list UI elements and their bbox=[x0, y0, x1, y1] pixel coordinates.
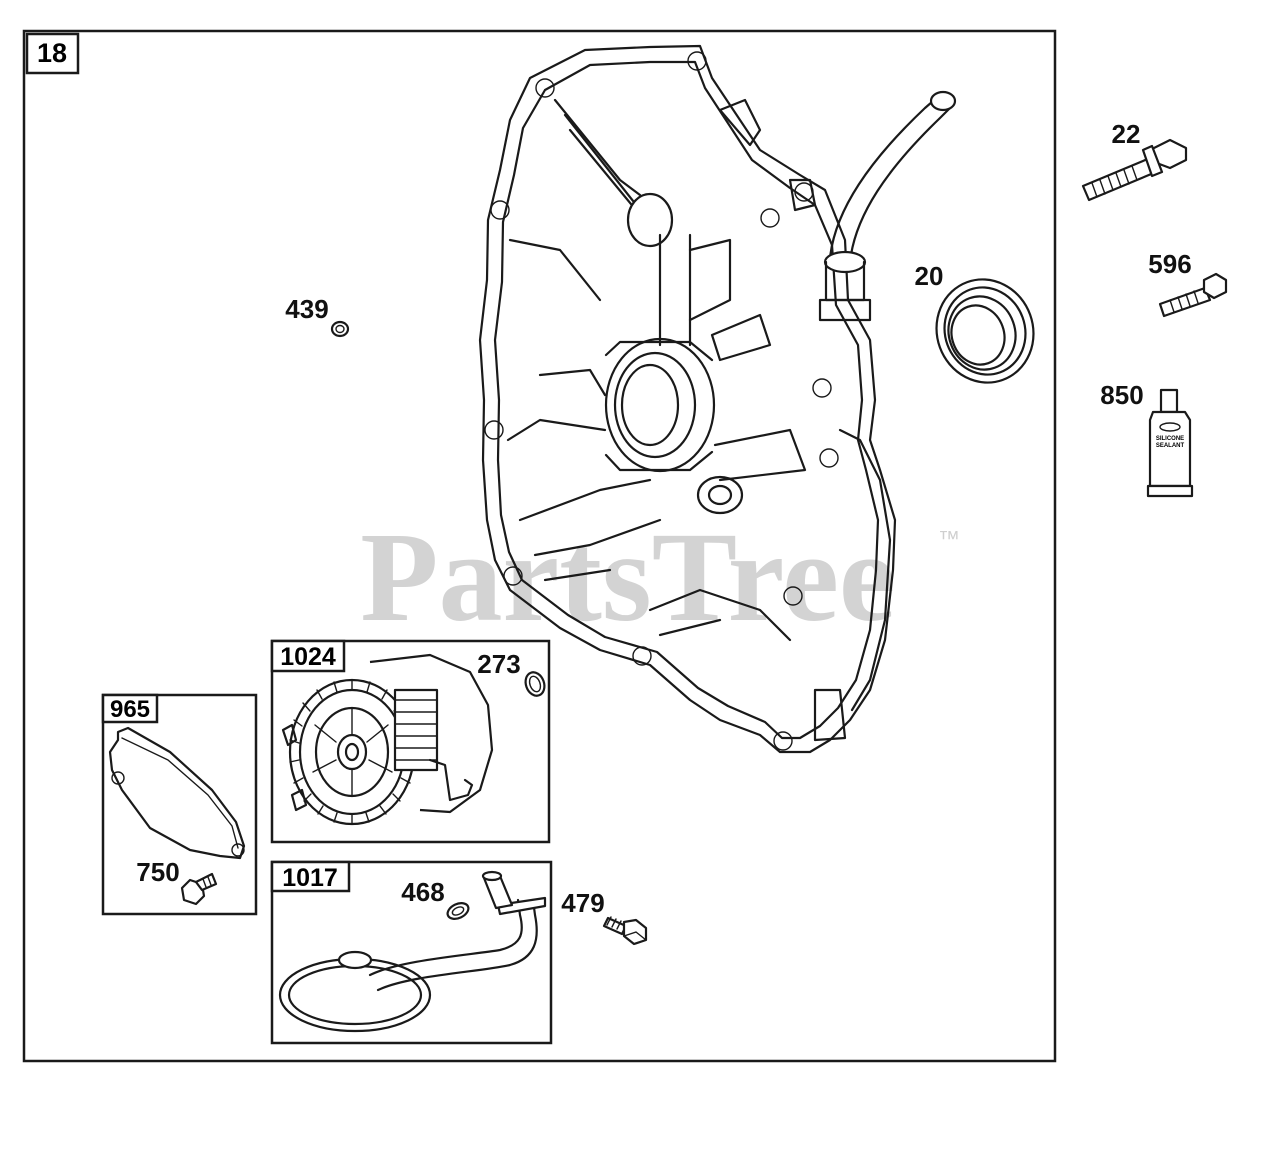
part-479-screw[interactable] bbox=[602, 916, 648, 946]
callout-273: 273 bbox=[477, 649, 520, 679]
tube-text-line1: SILICONE bbox=[1156, 436, 1184, 442]
callout-439: 439 bbox=[285, 294, 328, 324]
oil-pickup-drawing bbox=[278, 870, 547, 1033]
group-label: 18 bbox=[37, 38, 67, 68]
sub-box-label-1017: 1017 bbox=[282, 864, 338, 892]
callout-22: 22 bbox=[1112, 119, 1141, 149]
diagram-frame bbox=[22, 29, 1057, 1063]
watermark: PartsTree ™ bbox=[360, 506, 960, 648]
part-850-sealant-tube[interactable]: SILICONE SEALANT bbox=[1146, 388, 1194, 498]
part-750-screw[interactable] bbox=[180, 872, 218, 906]
sub-box-1024[interactable]: 1024 bbox=[270, 639, 551, 844]
part-596-bolt[interactable] bbox=[1158, 272, 1228, 318]
callout-850: 850 bbox=[1100, 380, 1143, 410]
part-22-bolt[interactable] bbox=[1081, 138, 1188, 202]
callout-468: 468 bbox=[401, 877, 444, 907]
sub-box-label-1024: 1024 bbox=[280, 643, 336, 671]
part-273-o-ring[interactable] bbox=[522, 670, 547, 699]
group-label-box: 18 bbox=[25, 32, 80, 75]
sub-box-965[interactable]: 965 750 bbox=[101, 693, 258, 916]
gasket-drawing bbox=[108, 726, 246, 860]
crankcase-cover-drawing[interactable] bbox=[478, 44, 957, 754]
part-20-oil-seal[interactable] bbox=[922, 266, 1048, 397]
watermark-tm: ™ bbox=[938, 526, 960, 551]
callout-479: 479 bbox=[561, 888, 604, 918]
part-468-o-ring[interactable] bbox=[445, 900, 471, 922]
tube-text-line2: SEALANT bbox=[1156, 443, 1185, 449]
part-439-o-ring[interactable] bbox=[330, 320, 350, 338]
gear-assembly-drawing bbox=[281, 653, 494, 826]
sub-box-1017[interactable]: 1017 468 bbox=[270, 860, 553, 1045]
callout-750: 750 bbox=[136, 857, 179, 887]
sub-box-label-965: 965 bbox=[110, 696, 150, 723]
callout-596: 596 bbox=[1148, 249, 1191, 279]
watermark-text: PartsTree bbox=[360, 506, 895, 648]
callout-20: 20 bbox=[915, 261, 944, 291]
